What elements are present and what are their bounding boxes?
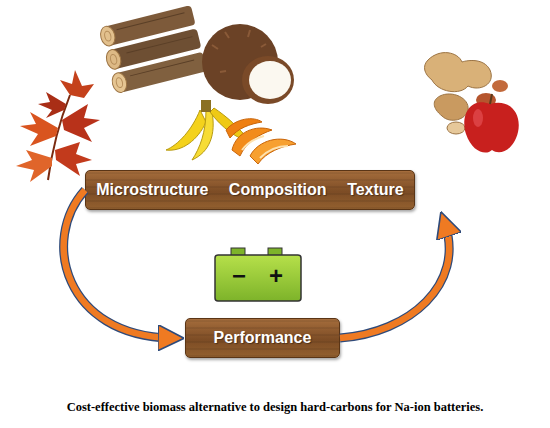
arrow-body [64, 190, 171, 338]
arrow-body [340, 224, 449, 338]
box-text: Composition [229, 181, 327, 199]
wood-plank-box: Performance [185, 318, 340, 358]
wood-plank-box: Microstructure Composition Texture [85, 170, 415, 210]
arrow-outline [340, 224, 449, 338]
wood-logs [99, 5, 208, 94]
box-text: Performance [214, 329, 312, 347]
battery-icon [215, 248, 301, 301]
battery-symbol: − [232, 264, 246, 288]
curved-arrow [64, 190, 171, 338]
curved-arrow [340, 224, 449, 338]
autumn-leaves [16, 70, 100, 182]
coconut [202, 24, 294, 104]
orange-peel [226, 119, 296, 164]
apple [464, 94, 518, 153]
figure-caption: Cost-effective biomass alternative to de… [0, 400, 550, 415]
arrow-outline [64, 190, 171, 338]
box-text: Texture [347, 181, 404, 199]
box-text: Microstructure [96, 181, 208, 199]
battery-symbol: + [269, 264, 283, 288]
